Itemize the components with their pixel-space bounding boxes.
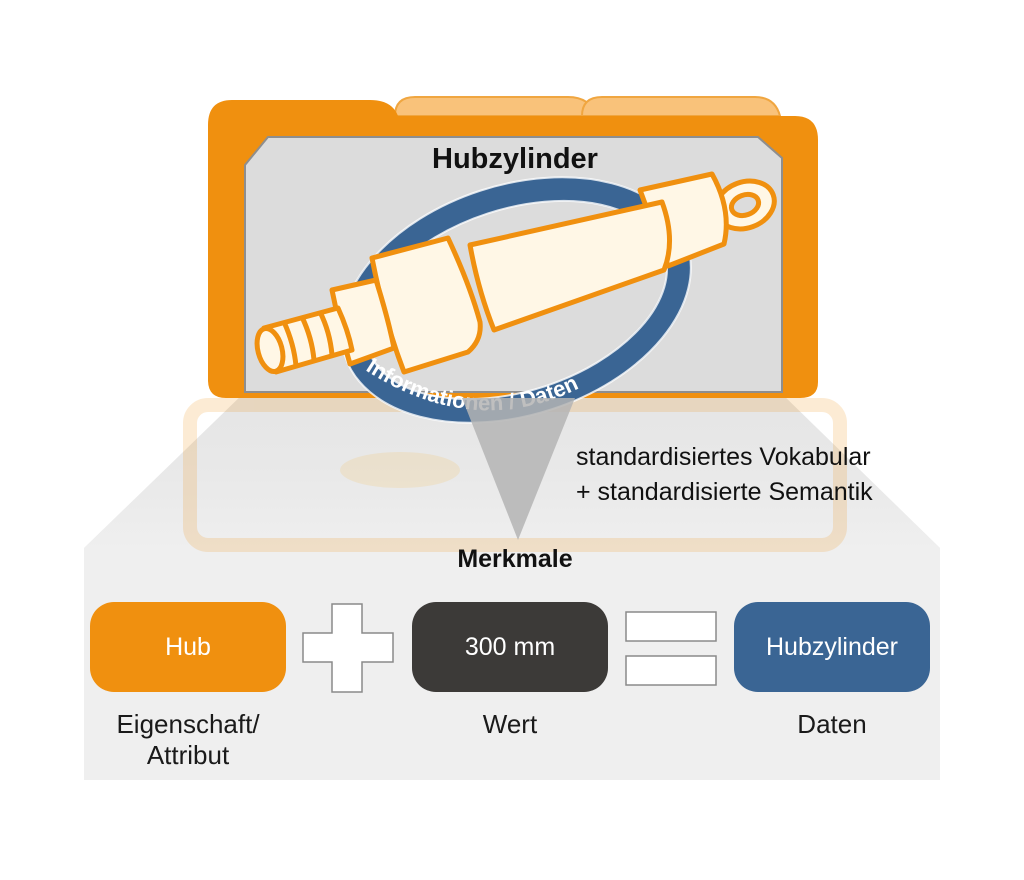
section-title: Merkmale <box>457 545 573 573</box>
hydraulic-cylinder-icon <box>254 171 777 375</box>
note-line-1: standardisiertes Vokabular <box>576 443 871 471</box>
note-line-2: + standardisierte Semantik <box>576 478 873 506</box>
folder-tab-3 <box>580 96 782 117</box>
value-value: 300 mm <box>464 632 556 661</box>
folder-title: Hubzylinder <box>432 143 598 175</box>
property-caption-line-1: Eigenschaft/ <box>116 709 260 739</box>
property-value: Hub <box>165 632 211 661</box>
property-caption: Eigenschaft/ Attribut <box>60 709 316 771</box>
property-box <box>90 602 286 692</box>
data-caption: Daten <box>797 709 867 739</box>
plus-icon <box>302 603 394 693</box>
folder-tab-2 <box>393 96 598 117</box>
funnel-arrow <box>462 398 575 540</box>
property-caption-line-2: Attribut <box>146 740 230 770</box>
standardization-note: standardisiertes Vokabular + standardisi… <box>576 440 936 510</box>
value-box <box>412 602 608 692</box>
data-value: Hubzylinder <box>765 632 898 661</box>
data-box <box>734 602 930 692</box>
value-caption: Wert <box>482 709 538 739</box>
equals-icon <box>625 611 717 686</box>
